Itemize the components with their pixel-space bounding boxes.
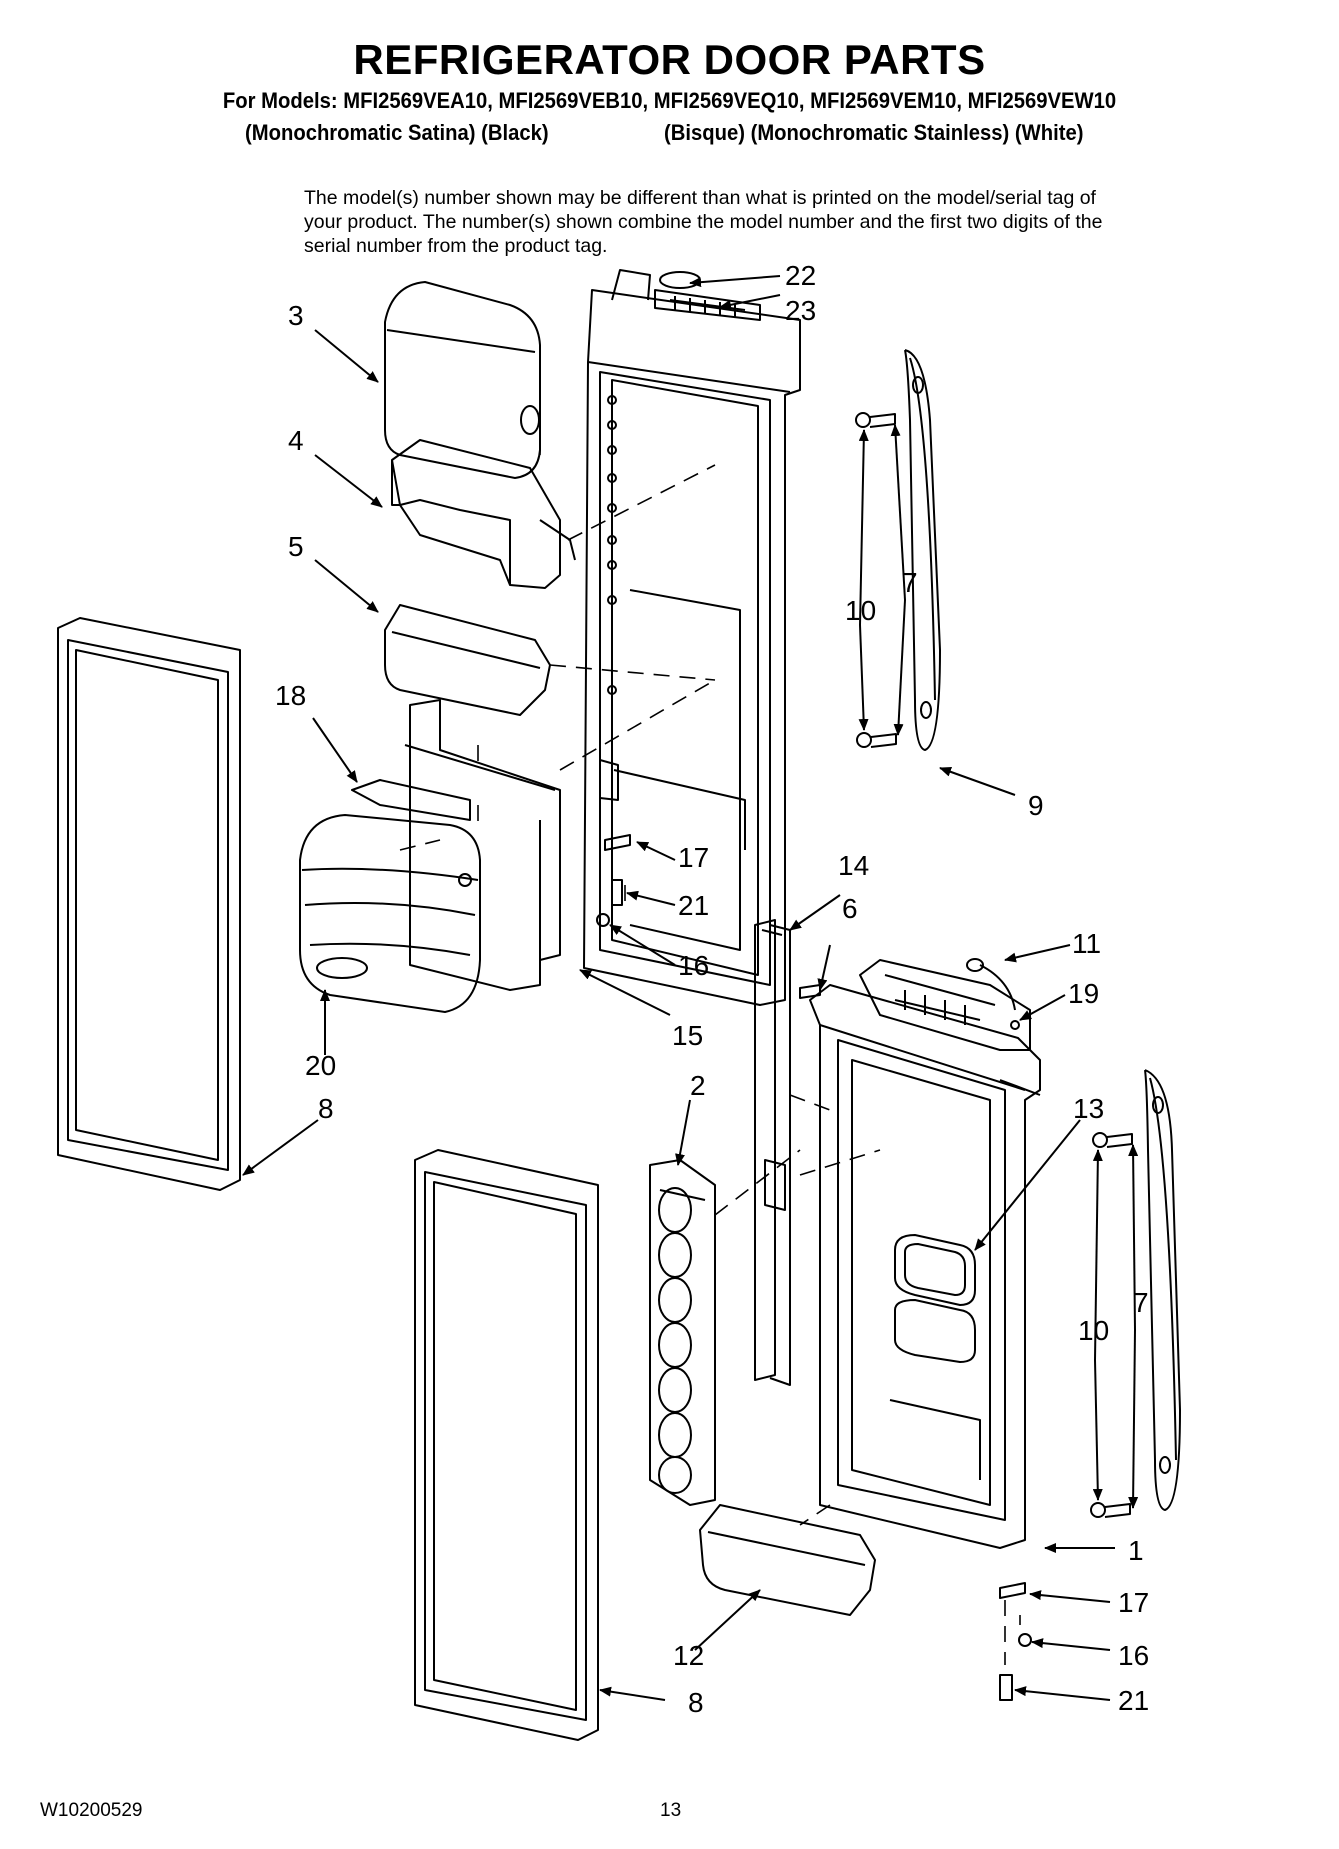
callout-1: 1 (1128, 1535, 1144, 1566)
assembly-guides (399, 345, 1021, 1665)
callout-14: 14 (838, 850, 869, 881)
callout-7-upper: 7 (902, 567, 918, 598)
callout-16-upper: 16 (678, 950, 709, 981)
color-variants-right: (Bisque) (Monochromatic Stainless) (Whit… (664, 120, 1084, 145)
callout-4: 4 (288, 425, 304, 456)
callout-10-upper: 10 (845, 595, 876, 626)
page-title: REFRIGERATOR DOOR PARTS (353, 36, 986, 83)
callout-23: 23 (785, 295, 816, 326)
callout-13: 13 (1073, 1093, 1104, 1124)
part-9-handle-upper (904, 349, 941, 751)
callout-18: 18 (275, 680, 306, 711)
callout-22: 22 (785, 260, 816, 291)
callout-9: 9 (1028, 790, 1044, 821)
callout-7-lower: 7 (1133, 1287, 1149, 1318)
callout-8-upper: 8 (318, 1093, 334, 1124)
callout-21-lower: 21 (1118, 1685, 1149, 1716)
page-number: 13 (660, 1800, 682, 1821)
part-18-dispenser-housing (351, 699, 561, 991)
callout-20: 20 (305, 1050, 336, 1081)
callout-17-lower: 17 (1118, 1587, 1149, 1618)
callout-15: 15 (672, 1020, 703, 1051)
part-2-ice-guide (649, 1159, 716, 1506)
part-12-door-bin (699, 1504, 876, 1616)
part-5-door-bin (384, 604, 551, 716)
leader-arrows (242, 275, 1139, 1701)
callout-10-lower: 10 (1078, 1315, 1109, 1346)
callout-16-lower: 16 (1118, 1640, 1149, 1671)
callout-19: 19 (1068, 978, 1099, 1009)
part-8-gasket-lower (414, 1149, 599, 1741)
document-number: W10200529 (40, 1800, 143, 1821)
callout-3: 3 (288, 300, 304, 331)
callout-2: 2 (690, 1070, 706, 1101)
callout-17-upper: 17 (678, 842, 709, 873)
lower-door-liner (809, 959, 1041, 1549)
upper-door-liner (583, 269, 801, 1006)
model-list: For Models: MFI2569VEA10, MFI2569VEB10, … (222, 88, 1117, 113)
callout-21-upper: 21 (678, 890, 709, 921)
callout-labels: 22 23 3 4 5 7 10 9 18 17 14 21 6 16 11 1… (275, 260, 1149, 1718)
callout-5: 5 (288, 531, 304, 562)
handle-screws-upper (855, 412, 897, 748)
part-1-handle-lower (1144, 1069, 1181, 1511)
part-8-gasket-upper (57, 617, 241, 1191)
callout-8-lower: 8 (688, 1687, 704, 1718)
handle-screws-lower (1090, 1132, 1133, 1518)
callout-12: 12 (673, 1640, 704, 1671)
callout-6: 6 (842, 893, 858, 924)
model-number-note: The model(s) number shown may be differe… (304, 187, 1103, 257)
color-variants-left: (Monochromatic Satina) (Black) (245, 120, 549, 145)
part-4-door-bin (391, 439, 576, 589)
part-14-mullion (754, 919, 791, 1386)
callout-11: 11 (1072, 928, 1101, 959)
part-20-dispenser-cover (299, 814, 481, 1013)
